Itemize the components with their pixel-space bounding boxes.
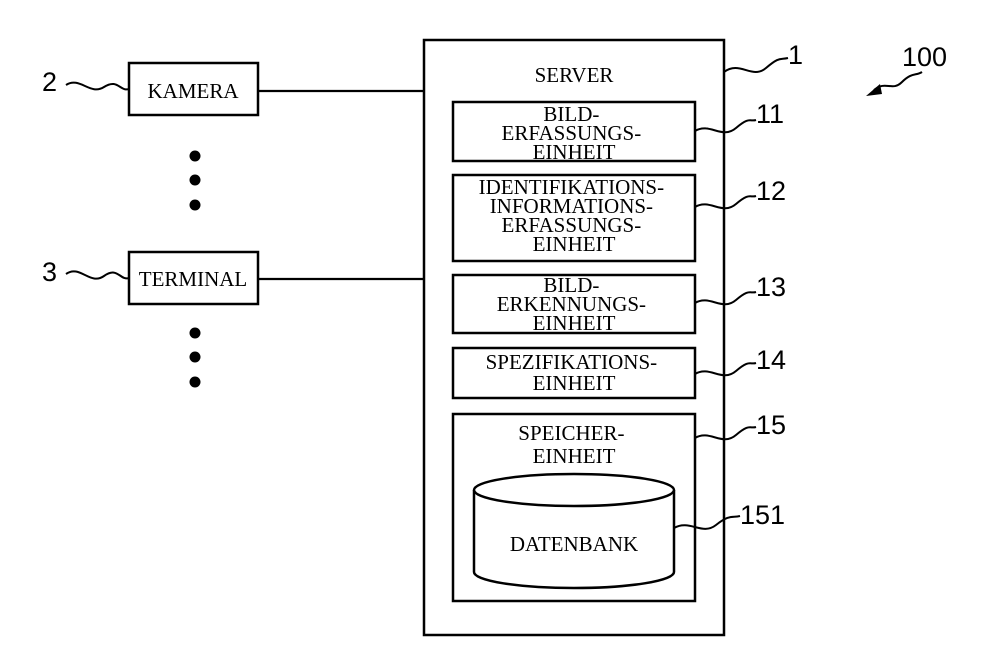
ellipsis-dot <box>190 377 201 388</box>
system-leader-arrow <box>874 72 922 90</box>
unit-ref-number-13: 13 <box>756 272 786 302</box>
kamera-label: KAMERA <box>147 79 239 103</box>
system-ref-number: 100 <box>902 42 947 72</box>
database-ref-number: 151 <box>740 500 785 530</box>
unit-label-line: EINHEIT <box>533 140 616 164</box>
terminal-ref-number: 3 <box>42 257 57 287</box>
ellipsis-dot <box>190 200 201 211</box>
database-label: DATENBANK <box>510 532 638 556</box>
unit-ref-number-14: 14 <box>756 345 786 375</box>
kamera-leader-line <box>66 83 129 90</box>
unit-label-line: EINHEIT <box>533 311 616 335</box>
unit-ref-number-12: 12 <box>756 176 786 206</box>
database-cylinder-top <box>474 474 674 506</box>
storage-label-line: SPEICHER- <box>518 421 624 445</box>
server-leader-line <box>724 58 788 72</box>
ellipsis-dot <box>190 328 201 339</box>
storage-label-line: EINHEIT <box>533 444 616 468</box>
ellipsis-dot <box>190 352 201 363</box>
unit-ref-number-11: 11 <box>756 99 784 129</box>
server-title: SERVER <box>535 63 614 87</box>
system-arrowhead <box>866 84 882 96</box>
storage-ref-number: 15 <box>756 410 786 440</box>
terminal-label: TERMINAL <box>139 267 248 291</box>
unit-label-line: EINHEIT <box>533 232 616 256</box>
ellipsis-dot <box>190 175 201 186</box>
terminal-leader-line <box>66 271 129 278</box>
unit-label-line: EINHEIT <box>533 371 616 395</box>
kamera-ref-number: 2 <box>42 67 57 97</box>
storage-unit-label: SPEICHER- EINHEIT <box>518 421 629 468</box>
server-ref-number: 1 <box>788 40 803 70</box>
ellipsis-dot <box>190 151 201 162</box>
